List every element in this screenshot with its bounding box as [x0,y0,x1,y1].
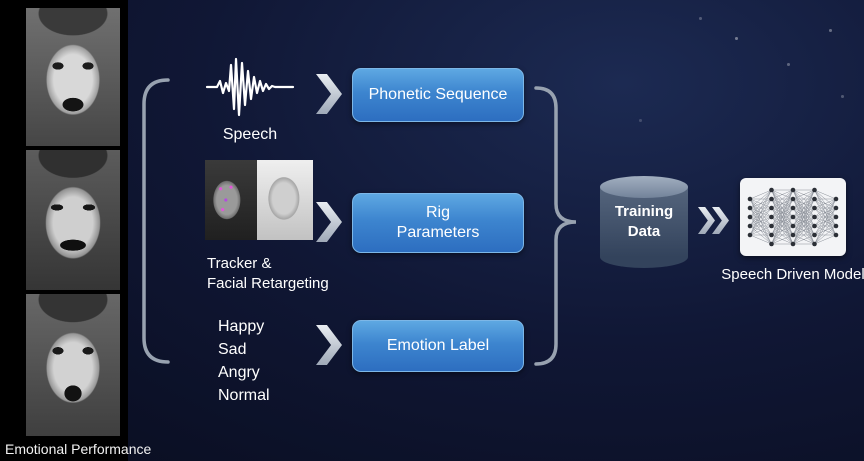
training-data-label: Training Data [614,203,674,240]
emotion-word-list: Happy Sad Angry Normal [218,318,270,410]
retargeted-head-image [257,160,313,240]
tracker-label: Tracker & Facial Retargeting [207,255,329,293]
tracker-image [205,160,313,240]
face-photo-happy [26,8,120,146]
face-photo-sad [26,294,120,436]
emotional-performance-caption: Emotional Performance [5,441,152,457]
emotion-label-box: Emotion Label [352,320,524,372]
emotion-word-sad: Sad [218,341,247,358]
phonetic-sequence-box: Phonetic Sequence [352,68,524,122]
output-group-brace [534,86,577,366]
neural-network-panel [740,178,846,256]
chevron-right-icon [316,74,342,114]
speech-driven-model-label: Speech Driven Model [721,266,864,283]
rig-parameters-box: Rig Parameters [352,193,524,253]
emotion-word-angry: Angry [218,364,260,381]
chevron-right-icon [698,207,715,234]
tracked-face-image [205,160,257,240]
speech-label: Speech [222,126,278,143]
chevron-right-icon [316,325,342,365]
emotion-word-normal: Normal [218,387,270,404]
performance-photo-strip [0,0,128,461]
speech-waveform-icon [205,57,295,117]
emotion-word-happy: Happy [218,318,265,335]
training-data-database-icon: Training Data [600,176,688,268]
chevron-right-icon [316,202,342,242]
double-chevron-right-icon [698,207,734,234]
neural-network-icon [747,187,839,247]
face-photo-angry [26,150,120,290]
input-group-bracket [142,78,170,364]
